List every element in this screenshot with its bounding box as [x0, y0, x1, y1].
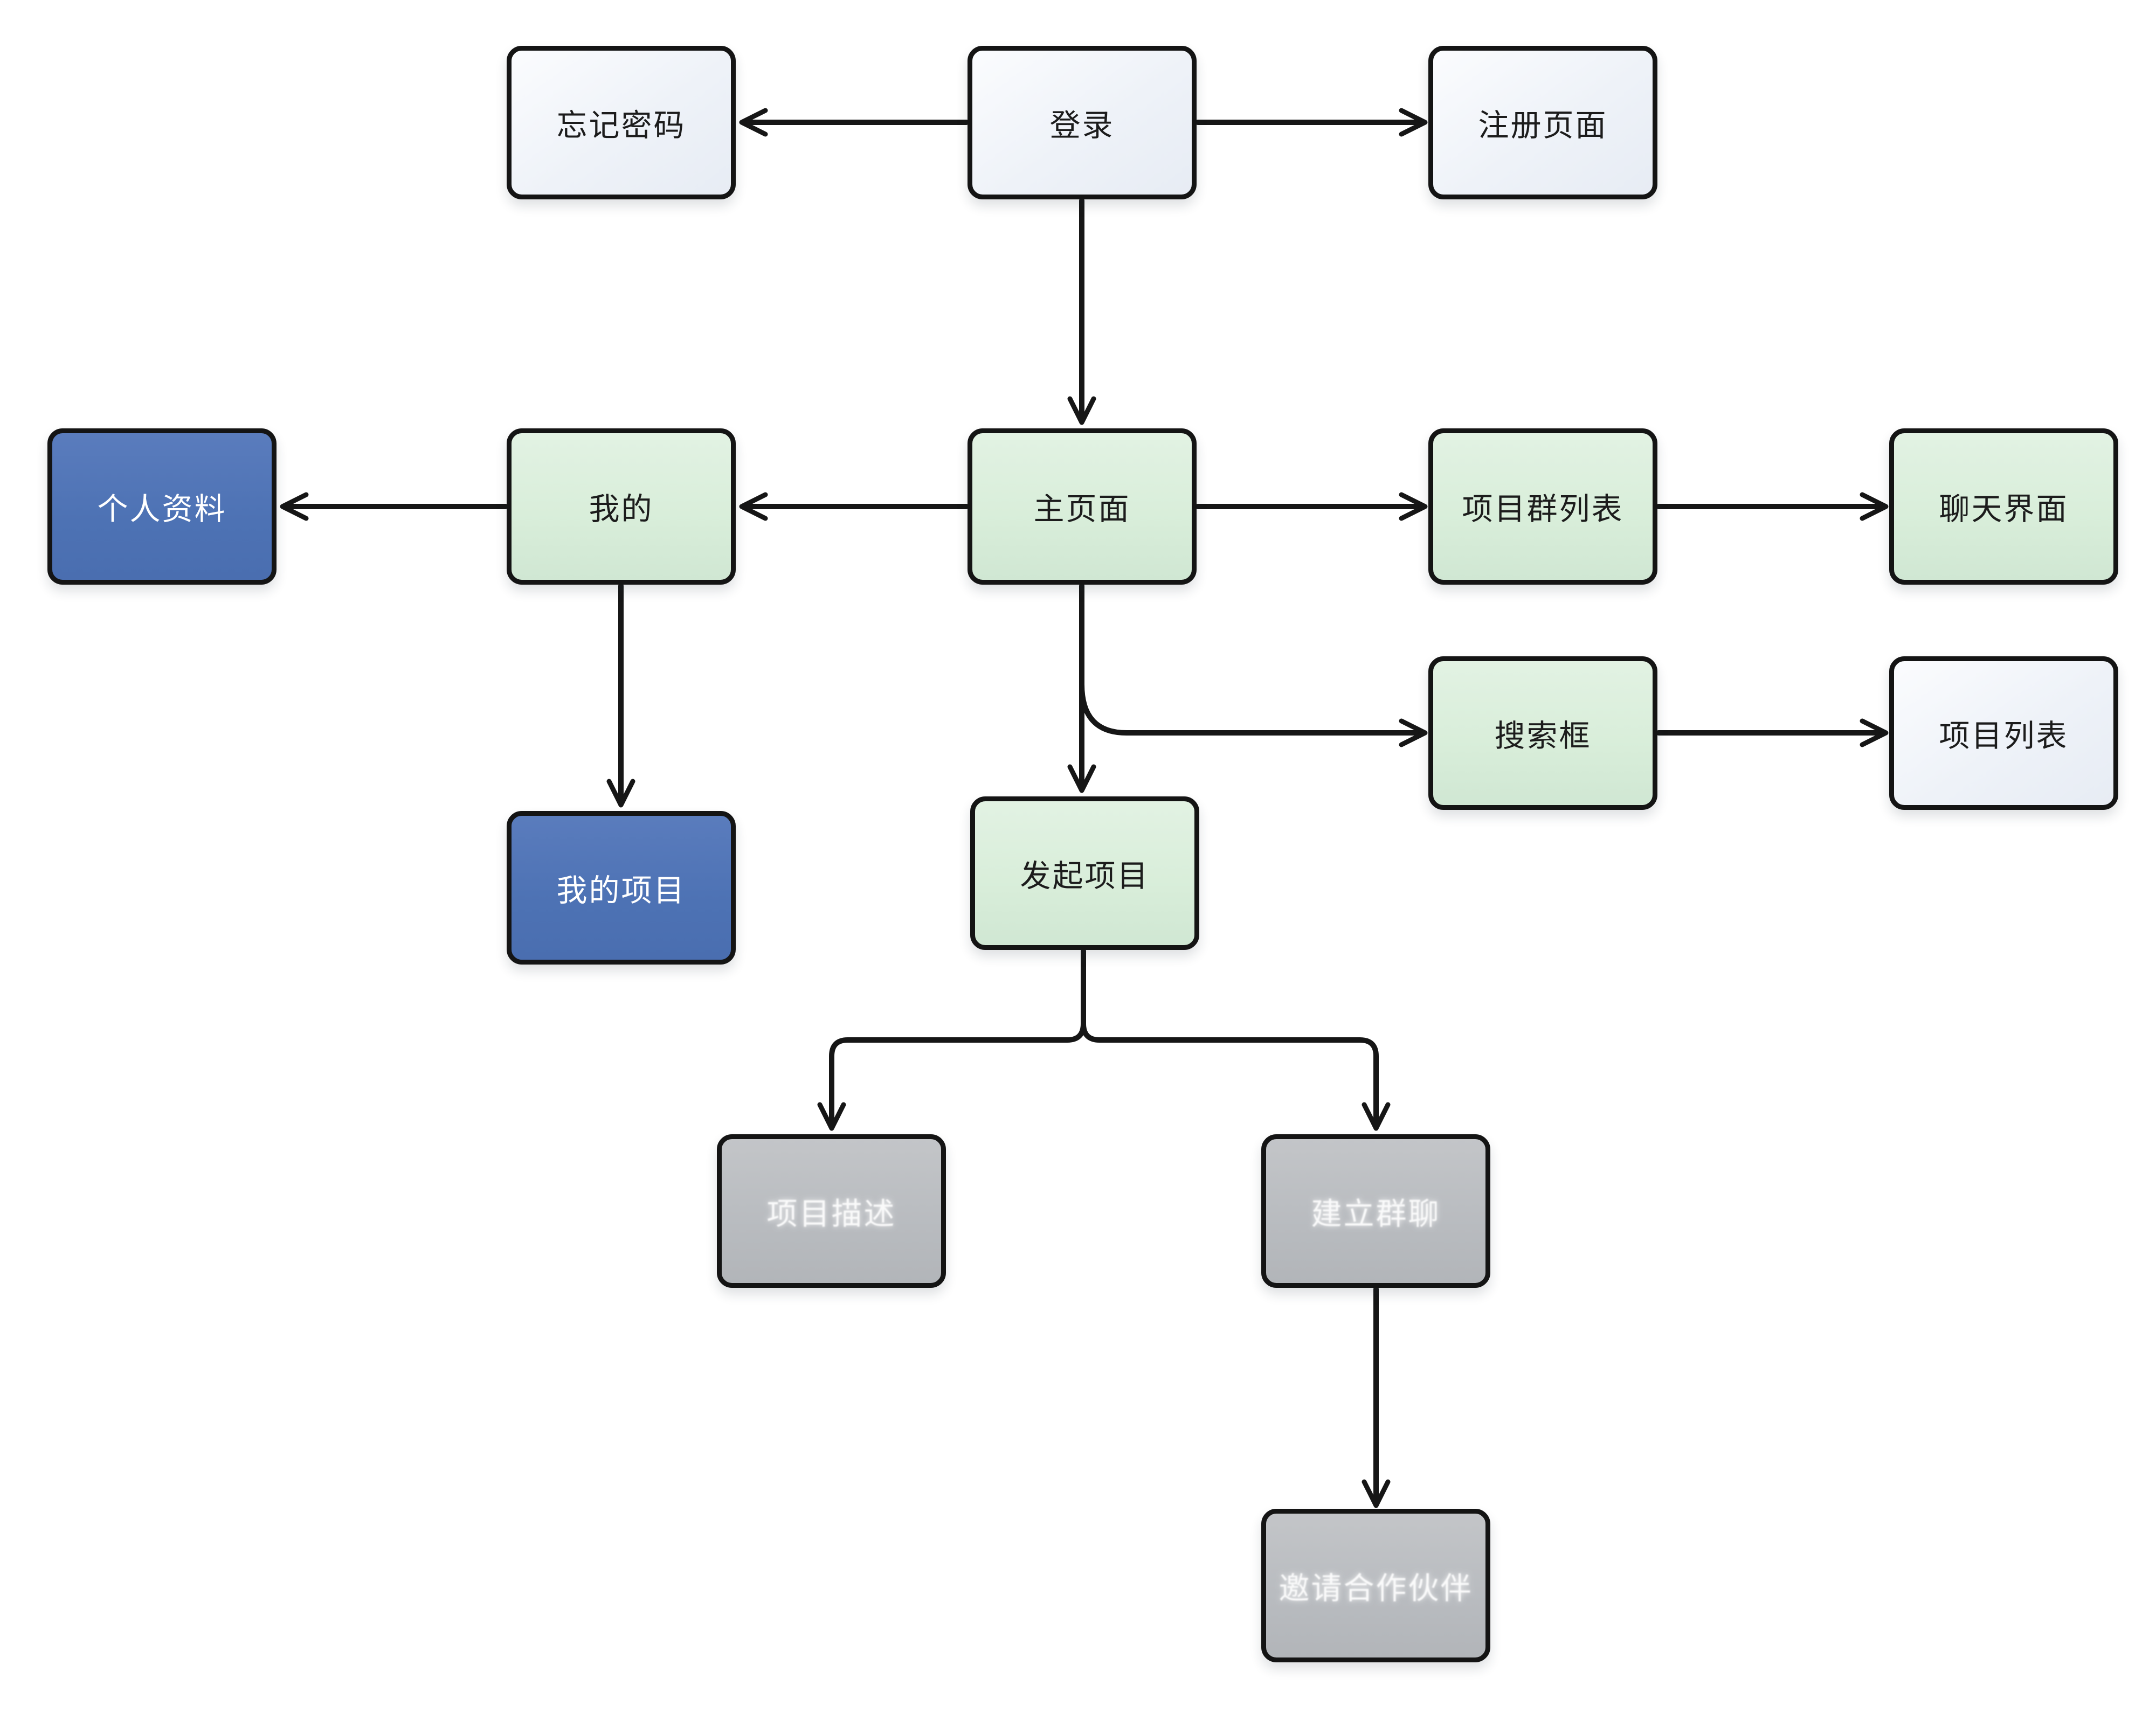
- edge-main-search: [1079, 682, 1428, 747]
- node-project-group-list[interactable]: 项目群列表: [1428, 428, 1657, 585]
- node-my-projects[interactable]: 我的项目: [507, 811, 736, 965]
- node-label: 聊天界面: [1939, 492, 2069, 526]
- node-register-page[interactable]: 注册页面: [1428, 46, 1657, 199]
- node-label: 建立群聊: [1311, 1196, 1441, 1231]
- node-project-list[interactable]: 项目列表: [1889, 656, 2118, 810]
- node-mine[interactable]: 我的: [507, 428, 736, 585]
- node-profile[interactable]: 个人资料: [47, 428, 277, 585]
- node-search-box[interactable]: 搜索框: [1428, 656, 1657, 810]
- node-label: 主页面: [1033, 492, 1131, 526]
- node-label: 项目群列表: [1462, 492, 1624, 526]
- node-forgot-password[interactable]: 忘记密码: [507, 46, 736, 199]
- node-label: 登录: [1049, 108, 1115, 143]
- node-label: 忘记密码: [556, 108, 686, 143]
- edge-initiate-description: [817, 948, 1086, 1131]
- node-project-description[interactable]: 项目描述: [717, 1134, 946, 1288]
- node-label: 注册页面: [1478, 108, 1608, 143]
- node-label: 搜索框: [1494, 718, 1592, 753]
- node-label: 我的: [589, 492, 654, 526]
- node-login[interactable]: 登录: [968, 46, 1197, 199]
- node-label: 我的项目: [556, 873, 686, 908]
- node-create-group-chat[interactable]: 建立群聊: [1261, 1134, 1490, 1288]
- node-label: 项目描述: [766, 1196, 896, 1231]
- node-label: 邀请合作伙伴: [1279, 1571, 1473, 1606]
- node-main-page[interactable]: 主页面: [968, 428, 1197, 585]
- node-invite-partners[interactable]: 邀请合作伙伴: [1261, 1509, 1490, 1662]
- node-label: 项目列表: [1939, 718, 2069, 753]
- edge-initiate-groupchat: [1081, 948, 1391, 1131]
- node-chat-interface[interactable]: 聊天界面: [1889, 428, 2118, 585]
- node-initiate-project[interactable]: 发起项目: [970, 796, 1199, 950]
- node-label: 个人资料: [97, 492, 227, 526]
- node-label: 发起项目: [1020, 858, 1150, 893]
